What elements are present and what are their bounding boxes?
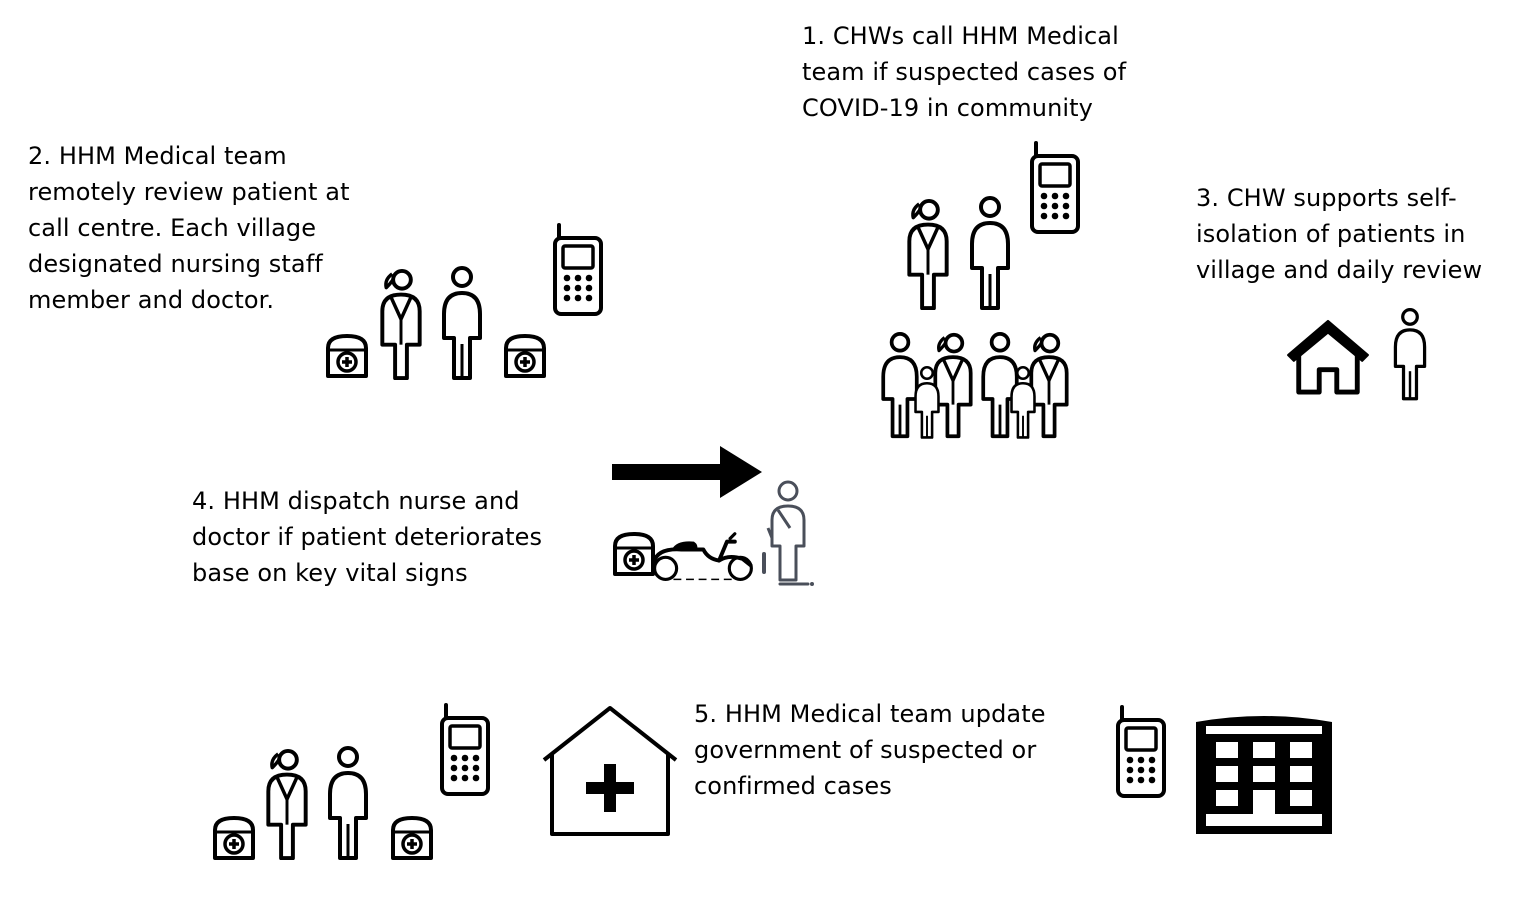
- mobile-phone-icon: [1114, 704, 1168, 798]
- step-1-text: 1. CHWs call HHM Medical team if suspect…: [802, 18, 1126, 126]
- female-nurse-icon: [905, 198, 951, 312]
- step-5-line-2: government of suspected or: [694, 736, 1037, 764]
- step-5-line-1: 5. HHM Medical team update: [694, 700, 1046, 728]
- step-2-line-1: 2. HHM Medical team: [28, 142, 287, 170]
- step-2-text: 2. HHM Medical team remotely review pati…: [28, 138, 350, 318]
- step-4-line-1: 4. HHM dispatch nurse and: [192, 487, 520, 515]
- step-1-line-1: 1. CHWs call HHM Medical: [802, 22, 1119, 50]
- step-2-line-4: designated nursing staff: [28, 250, 323, 278]
- person-icon: [1388, 308, 1432, 402]
- family-child-icon: [910, 366, 944, 440]
- person-icon: [760, 480, 816, 590]
- step-2-line-3: call centre. Each village: [28, 214, 317, 242]
- right-arrow-icon: [612, 446, 762, 498]
- clinic-plus-icon: [540, 704, 680, 838]
- doctor-icon: [322, 746, 374, 862]
- medical-kit-icon: [501, 332, 549, 380]
- female-nurse-icon: [378, 268, 424, 382]
- house-icon: [1284, 316, 1372, 396]
- doctor-icon: [436, 266, 488, 382]
- mobile-phone-icon: [551, 222, 605, 316]
- medical-kit-icon: [388, 814, 436, 862]
- step-5-text: 5. HHM Medical team update government of…: [694, 696, 1046, 804]
- scooter-icon: [642, 520, 760, 590]
- female-nurse-icon: [264, 748, 310, 862]
- step-3-text: 3. CHW supports self- isolation of patie…: [1196, 180, 1482, 288]
- mobile-phone-icon: [438, 702, 492, 796]
- medical-kit-icon: [210, 814, 258, 862]
- medical-kit-icon: [323, 332, 371, 380]
- step-1-line-3: COVID-19 in community: [802, 94, 1093, 122]
- step-4-line-2: doctor if patient deteriorates: [192, 523, 543, 551]
- step-4-text: 4. HHM dispatch nurse and doctor if pati…: [192, 483, 542, 591]
- step-3-line-3: village and daily review: [1196, 256, 1483, 284]
- doctor-icon: [964, 196, 1016, 312]
- step-5-line-3: confirmed cases: [694, 772, 892, 800]
- step-4-line-3: base on key vital signs: [192, 559, 468, 587]
- step-3-line-1: 3. CHW supports self-: [1196, 184, 1457, 212]
- step-3-line-2: isolation of patients in: [1196, 220, 1466, 248]
- government-building-icon: [1192, 708, 1336, 836]
- step-2-line-5: member and doctor.: [28, 286, 275, 314]
- step-2-line-2: remotely review patient at: [28, 178, 350, 206]
- step-1-line-2: team if suspected cases of: [802, 58, 1127, 86]
- family-child-icon: [1006, 366, 1040, 440]
- mobile-phone-icon: [1028, 140, 1082, 234]
